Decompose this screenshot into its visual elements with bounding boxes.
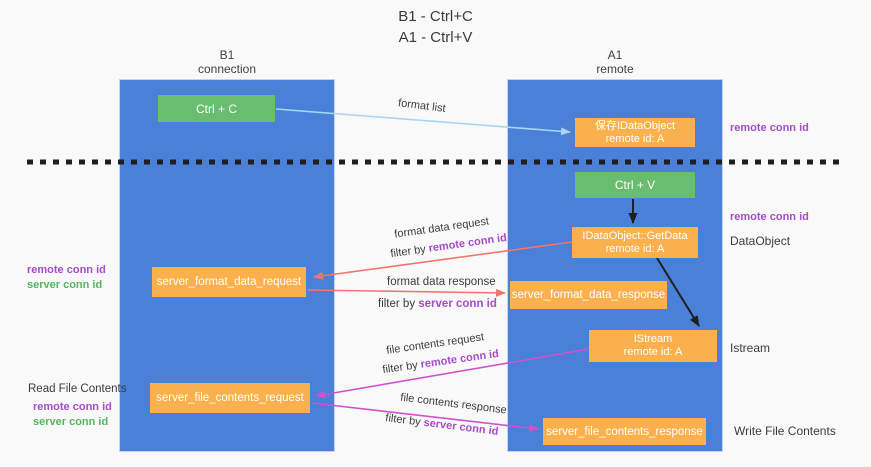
file-contents-response-arrow: [311, 402, 539, 432]
node-idataobject-getdata-line1: IDataObject::GetData: [582, 229, 688, 242]
format-remote-conn-id-annotation: remote conn id: [27, 264, 106, 276]
right-column-name: A1: [607, 48, 623, 62]
node-server-file-contents-request-label: server_file_contents_request: [156, 392, 304, 404]
node-ctrl-c: Ctrl + C: [158, 95, 275, 122]
file-remote-conn-id-annotation: remote conn id: [33, 401, 112, 413]
node-istream-line2: remote id: A: [623, 346, 683, 358]
format-data-request-arrow: [313, 241, 573, 280]
node-save-dataobject-line1: 保存IDataObject: [594, 119, 676, 132]
format-data-response-filter: filter by server conn id: [378, 298, 497, 310]
filter-by-text: filter by: [378, 298, 419, 310]
format-data-response-label: format data response: [387, 276, 496, 288]
read-file-contents-annotation: Read File Contents: [28, 383, 127, 395]
format-list-arrow: [275, 108, 571, 136]
node-server-format-data-request-label: server_format_data_request: [156, 276, 302, 288]
node-ctrl-v-label: Ctrl + V: [614, 178, 656, 192]
node-server-format-data-response-label: server_format_data_response: [511, 289, 666, 301]
node-idataobject-getdata: IDataObject::GetData remote id: A: [572, 227, 698, 258]
right-column-role: remote: [596, 62, 634, 76]
node-server-file-contents-response: server_file_contents_response: [543, 418, 706, 445]
node-server-format-data-response: server_format_data_response: [510, 281, 667, 309]
file-server-conn-id-annotation: server conn id: [33, 416, 109, 428]
node-server-format-data-request: server_format_data_request: [152, 267, 306, 297]
node-save-dataobject: 保存IDataObject remote id: A: [575, 118, 695, 147]
node-save-dataobject-line2: remote id: A: [605, 132, 665, 145]
node-istream-line1: IStream: [633, 333, 673, 345]
file-contents-request-arrow: [315, 348, 590, 399]
left-column-name: B1: [219, 48, 235, 62]
node-istream: IStream remote id: A: [589, 330, 717, 362]
remote-conn-id-annotation-mid: remote conn id: [730, 211, 809, 223]
getdata-to-istream-arrow: [656, 257, 700, 327]
format-server-conn-id-annotation: server conn id: [27, 279, 103, 291]
remote-conn-id-annotation-top: remote conn id: [730, 122, 809, 134]
left-column-role: connection: [197, 62, 257, 76]
node-idataobject-getdata-line2: remote id: A: [605, 242, 665, 255]
dataobject-annotation: DataObject: [730, 234, 791, 248]
left-column-header: B1 connection: [119, 48, 335, 76]
title-line-1: B1 - Ctrl+C: [398, 8, 473, 25]
node-ctrl-v: Ctrl + V: [575, 172, 695, 198]
format-data-response-arrow: [307, 288, 506, 297]
node-ctrl-c-label: Ctrl + C: [195, 101, 237, 116]
istream-annotation: Istream: [730, 341, 771, 355]
title-line-2: A1 - Ctrl+V: [398, 29, 473, 46]
right-column-header: A1 remote: [507, 48, 723, 76]
diagram-title: B1 - Ctrl+C A1 - Ctrl+V: [0, 6, 871, 48]
write-file-contents-annotation: Write File Contents: [734, 424, 836, 438]
node-server-file-contents-request: server_file_contents_request: [150, 383, 310, 413]
node-server-file-contents-response-label: server_file_contents_response: [546, 425, 703, 438]
server-conn-id-key: server conn id: [418, 298, 497, 310]
